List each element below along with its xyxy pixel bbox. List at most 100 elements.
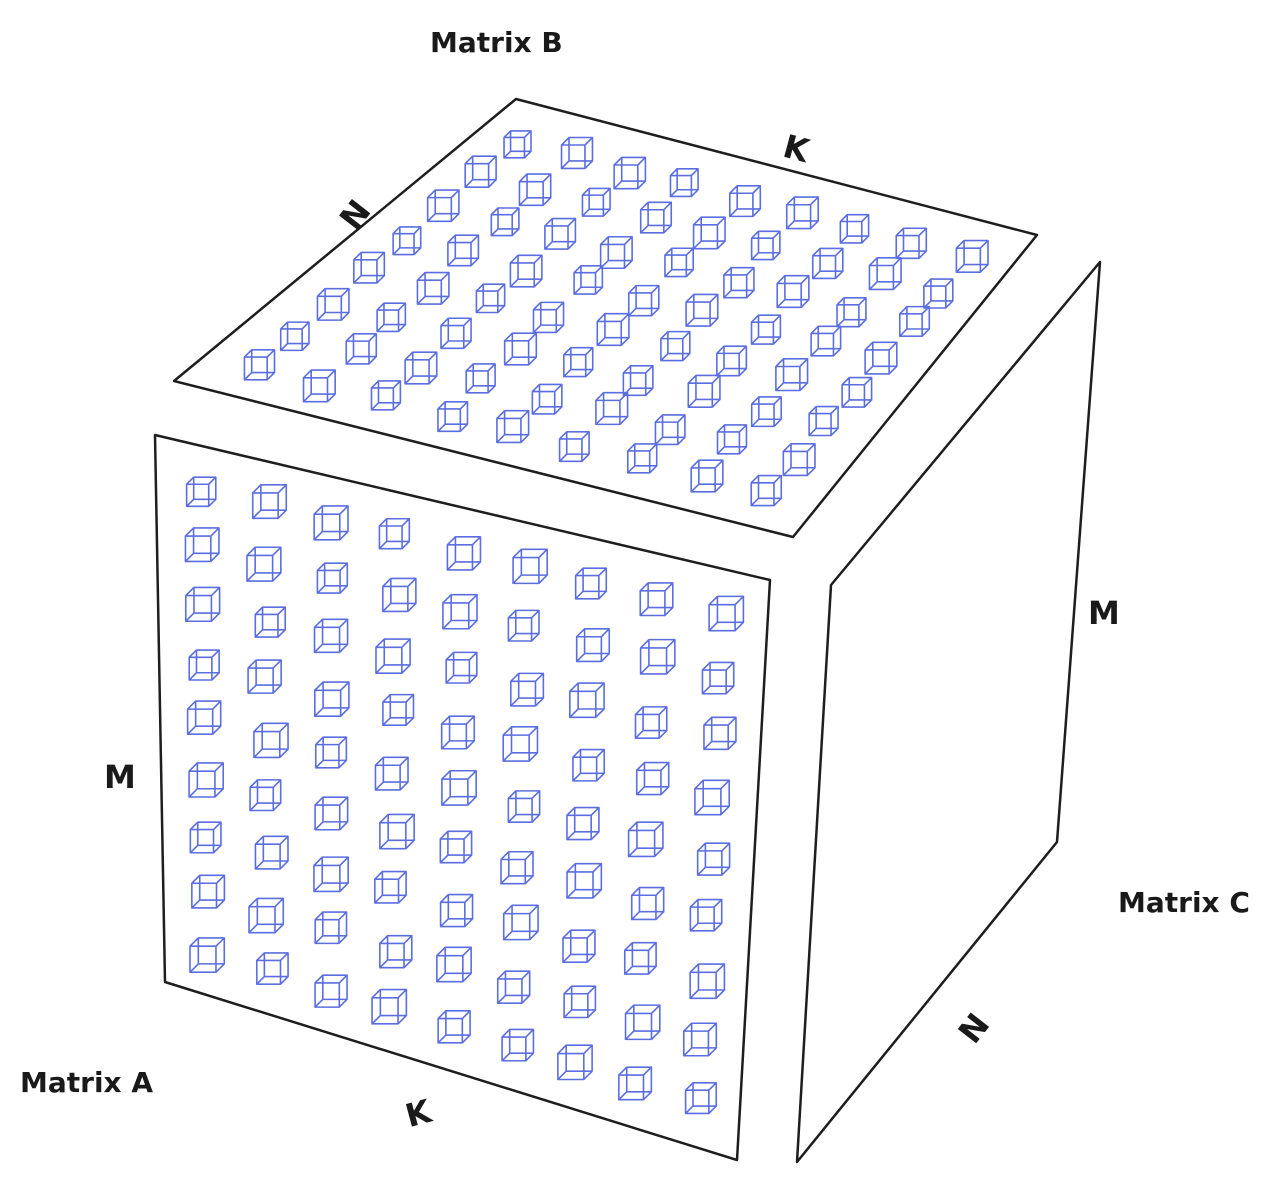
front-face-tile	[569, 682, 605, 719]
front-face-tile	[379, 813, 415, 850]
front-face-tile	[701, 661, 735, 695]
top-face-tile	[596, 312, 630, 347]
top-face-tiles	[243, 130, 989, 507]
front-face-tile	[247, 659, 282, 694]
front-face-tile	[313, 505, 349, 541]
top-face-tile	[808, 405, 839, 437]
top-face-tile	[716, 345, 748, 377]
top-face-tile	[776, 274, 810, 309]
top-face-tile	[563, 346, 594, 378]
top-face-tile	[775, 358, 809, 392]
front-face-tile	[639, 582, 674, 617]
top-face-tile	[404, 351, 438, 385]
front-face-matrix-a	[153, 433, 772, 1162]
front-face-tile	[254, 835, 289, 870]
front-face-tile	[184, 586, 221, 623]
top-face-tile	[750, 396, 782, 428]
top-face-tile	[518, 173, 552, 207]
top-face-tile	[243, 348, 276, 381]
front-face-tile	[186, 700, 222, 735]
top-face-tile	[560, 136, 594, 170]
front-face-tile	[442, 593, 478, 630]
front-face-tile	[446, 536, 482, 571]
front-face-tile	[682, 1022, 718, 1057]
top-face-tile	[868, 257, 902, 291]
top-face-tile	[496, 409, 530, 444]
front-face-tile	[440, 715, 476, 750]
front-face-tile	[562, 929, 596, 963]
front-face-tile	[314, 796, 349, 831]
top-face-tile	[923, 278, 954, 309]
front-face-tile	[708, 595, 745, 632]
front-face-tile	[618, 1066, 653, 1101]
front-face-tile	[371, 988, 408, 1025]
front-face-tile	[313, 618, 349, 654]
top-face-tile	[654, 414, 686, 446]
top-face-tile	[595, 391, 629, 426]
front-face-tile	[639, 638, 676, 675]
front-face-tile	[253, 722, 289, 759]
front-face-tile	[248, 897, 285, 934]
front-face-m-dim: M	[104, 758, 136, 796]
top-face-tile	[782, 442, 816, 477]
front-face-tile	[314, 681, 350, 717]
front-face-tile	[382, 577, 417, 613]
front-face-tile	[439, 830, 473, 864]
front-face-tile	[436, 946, 472, 983]
top-face-tile	[509, 254, 543, 288]
front-face-tile	[378, 517, 411, 550]
top-face-tile	[532, 301, 565, 334]
front-face-tile	[313, 856, 349, 893]
matrix-a-label: Matrix A	[20, 1066, 153, 1099]
top-face-tile	[437, 400, 469, 433]
top-face-tile	[898, 305, 931, 337]
front-face-tile	[575, 628, 611, 663]
front-face-tile	[251, 484, 288, 520]
front-face-tile	[314, 974, 348, 1008]
front-face-tile	[694, 779, 731, 816]
top-face-tile	[660, 330, 691, 362]
front-face-tile	[689, 898, 723, 932]
front-face-tile	[441, 769, 477, 806]
front-face-tiles	[184, 476, 745, 1115]
front-face-tile	[566, 806, 600, 841]
front-face-tile	[185, 476, 217, 508]
front-face-tile	[635, 761, 670, 796]
front-face-tile	[439, 893, 474, 928]
front-face-tile	[437, 1010, 471, 1044]
top-face-tile	[581, 187, 611, 217]
top-face-tile	[376, 302, 407, 333]
top-face-tile	[531, 383, 563, 415]
front-face-tile	[563, 985, 597, 1019]
front-face-tile	[566, 862, 603, 899]
top-face-k-dim: K	[779, 127, 814, 170]
top-face-tile	[464, 155, 497, 188]
top-face-tile	[685, 293, 719, 327]
front-face-tile	[374, 870, 407, 904]
top-face-tile	[613, 156, 647, 190]
top-face-n-dim: N	[332, 193, 378, 237]
top-face-tile	[810, 325, 842, 357]
front-face-tile	[502, 726, 539, 762]
top-face-tile	[895, 227, 928, 260]
top-face-tile	[750, 230, 781, 261]
front-face-tile	[512, 548, 549, 585]
matrix-c-label: Matrix C	[1118, 886, 1250, 919]
front-face-tile	[510, 672, 545, 707]
top-face-tile	[836, 296, 867, 328]
top-face-tile	[811, 247, 844, 280]
top-face-tile	[599, 235, 633, 270]
top-face-tile	[503, 332, 538, 366]
front-face-tile	[314, 911, 348, 945]
front-face-tile	[445, 651, 478, 684]
top-face-tile	[370, 380, 402, 411]
top-face-tile	[692, 216, 726, 250]
top-face-tile	[785, 196, 820, 230]
front-face-tile	[684, 1082, 718, 1115]
matrix-b-label: Matrix B	[430, 26, 563, 59]
front-face-tile	[249, 779, 282, 812]
top-face-tile	[573, 265, 604, 295]
top-face-tile	[750, 474, 783, 507]
front-face-tile	[557, 1044, 593, 1081]
front-face-tile	[316, 562, 349, 594]
